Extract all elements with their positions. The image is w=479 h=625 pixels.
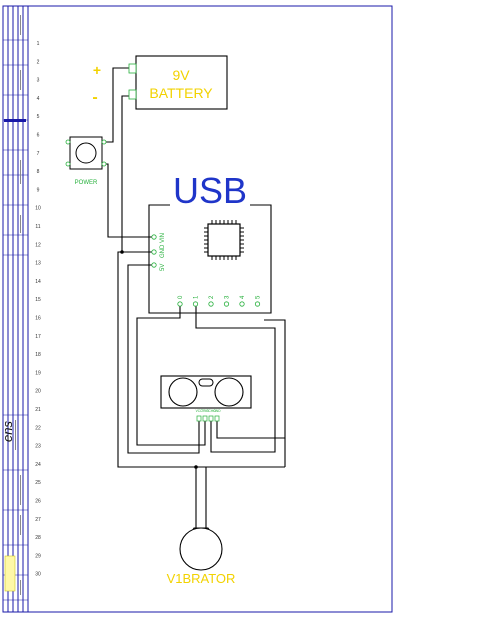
row-number: 10 xyxy=(35,206,41,212)
board-pin-label: 5V xyxy=(160,264,166,271)
row-number: 11 xyxy=(35,224,40,230)
power-button: POWER xyxy=(65,136,107,186)
row-number: 28 xyxy=(35,535,41,541)
row-number: 17 xyxy=(35,334,41,340)
wire-junctions xyxy=(120,250,198,469)
sensor-pin-label: TRIG xyxy=(201,409,209,413)
row-number: 29 xyxy=(35,553,41,559)
row-number: 26 xyxy=(35,499,41,505)
board-usb-label: USB xyxy=(173,170,247,211)
row-number: 5 xyxy=(37,114,40,120)
row-number: 30 xyxy=(35,572,41,578)
row-number: 24 xyxy=(35,462,41,468)
power-button-label: POWER xyxy=(75,180,98,186)
row-number: 18 xyxy=(35,352,41,358)
signature: ens xyxy=(0,421,15,442)
sensor-pin-label: ECHO xyxy=(206,409,216,413)
vibrator-motor: V1BRATOR xyxy=(167,527,236,586)
sensor-pin-label: GND xyxy=(213,409,221,413)
vibrator-label: V1BRATOR xyxy=(167,571,236,586)
board-digital-pin xyxy=(177,301,183,307)
row-number: 13 xyxy=(35,261,41,267)
row-number: 12 xyxy=(35,242,41,248)
board-digital-pin xyxy=(192,301,199,307)
board-digital-pin-label: 1 xyxy=(194,295,200,299)
row-number: 15 xyxy=(35,297,41,303)
title-strip xyxy=(3,39,28,601)
vibrator-body xyxy=(179,527,223,571)
row-number: 19 xyxy=(35,370,41,376)
sensor-crystal xyxy=(198,378,214,387)
row-number: 23 xyxy=(35,444,41,450)
title-strip-marks xyxy=(15,15,21,595)
board-pin-gnd xyxy=(151,249,157,255)
power-button-pins xyxy=(65,139,107,167)
battery: + - 9V BATTERY xyxy=(92,55,228,110)
board-chip xyxy=(204,220,244,260)
board-digital-pin xyxy=(223,301,230,307)
row-number: 2 xyxy=(37,59,40,65)
battery-minus-terminal xyxy=(128,89,137,100)
row-number: 6 xyxy=(37,133,40,139)
board-pin-5v xyxy=(151,262,157,268)
sensor-pin-label: VCC xyxy=(196,409,203,413)
board-pin-vin xyxy=(151,234,157,240)
row-number: 8 xyxy=(37,169,40,175)
battery-name-label: BATTERY xyxy=(149,85,213,101)
sensor-receiver xyxy=(214,377,244,407)
board-pin-label: GND xyxy=(160,244,166,258)
row-number: 21 xyxy=(35,407,41,413)
board-digital-pin-label: 5 xyxy=(256,295,262,299)
board-bottom-pins: 0 1 2 3 4 5 xyxy=(177,295,262,307)
sensor-pin xyxy=(208,415,214,422)
row-number: 7 xyxy=(37,151,40,157)
board-digital-pin-label: 4 xyxy=(240,295,246,299)
board-digital-pin-label: 3 xyxy=(225,295,231,299)
row-number: 20 xyxy=(35,389,41,395)
row-number: 4 xyxy=(37,96,40,102)
battery-minus-sign: - xyxy=(92,89,97,106)
battery-plus-terminal xyxy=(128,63,137,74)
sensor-pin xyxy=(214,415,220,422)
row-number: 16 xyxy=(35,316,41,322)
battery-plus-sign: + xyxy=(93,62,101,78)
row-number: 22 xyxy=(35,425,41,431)
row-number: 25 xyxy=(35,480,41,486)
title-strip-yellow-field xyxy=(4,555,16,592)
row-numbers: 1234567891011121314151617181920212223242… xyxy=(35,41,41,578)
row-number: 1 xyxy=(37,41,40,47)
sheet-frame xyxy=(2,5,393,613)
board-digital-pin-label: 2 xyxy=(209,295,215,299)
power-button-cap xyxy=(75,142,97,164)
board-digital-pin xyxy=(239,301,245,307)
battery-body xyxy=(135,55,228,110)
board-digital-pin xyxy=(254,301,261,307)
row-number: 9 xyxy=(37,187,40,193)
board-outline xyxy=(148,204,272,314)
row-number: 14 xyxy=(35,279,41,285)
sensor-pin xyxy=(202,415,208,422)
sensor-transmitter xyxy=(168,377,198,407)
battery-voltage-label: 9V xyxy=(172,67,190,83)
sensor-pin xyxy=(196,415,202,422)
title-strip-bar xyxy=(4,119,26,122)
board-digital-pin xyxy=(208,301,214,307)
row-number: 3 xyxy=(37,78,40,84)
row-number: 27 xyxy=(35,517,41,523)
board-pin-label: VIN xyxy=(160,233,166,243)
board-digital-pin-label: 0 xyxy=(178,295,184,299)
